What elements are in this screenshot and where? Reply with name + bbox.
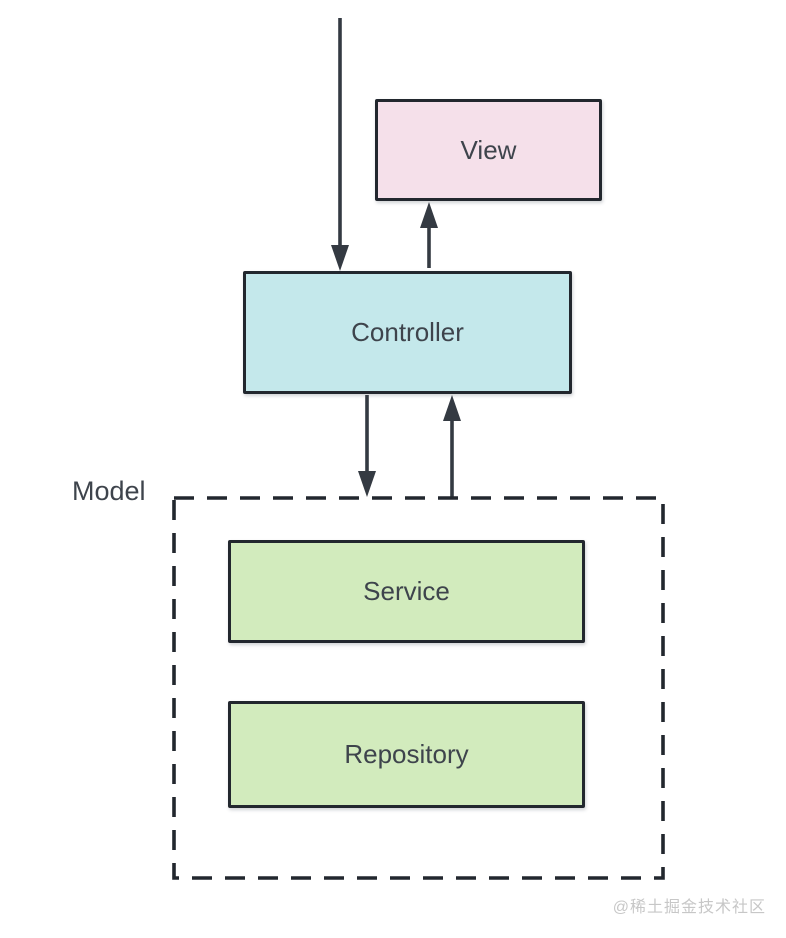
node-repository-label: Repository <box>344 739 469 769</box>
node-view-label: View <box>460 134 517 165</box>
node-repository[interactable]: Repository <box>228 701 585 808</box>
node-service[interactable]: Service <box>228 540 585 643</box>
arrow-controller-to-model <box>358 395 376 497</box>
node-controller-label: Controller <box>351 317 464 347</box>
arrow-request-to-controller <box>331 18 349 271</box>
node-controller[interactable]: Controller <box>243 271 572 394</box>
arrow-controller-to-view <box>420 202 438 268</box>
watermark: @稀土掘金技术社区 <box>612 899 766 916</box>
model-group-label: Model <box>72 476 146 506</box>
node-service-label: Service <box>363 576 450 606</box>
node-view[interactable]: View <box>375 99 602 201</box>
arrow-model-to-controller <box>443 395 461 497</box>
